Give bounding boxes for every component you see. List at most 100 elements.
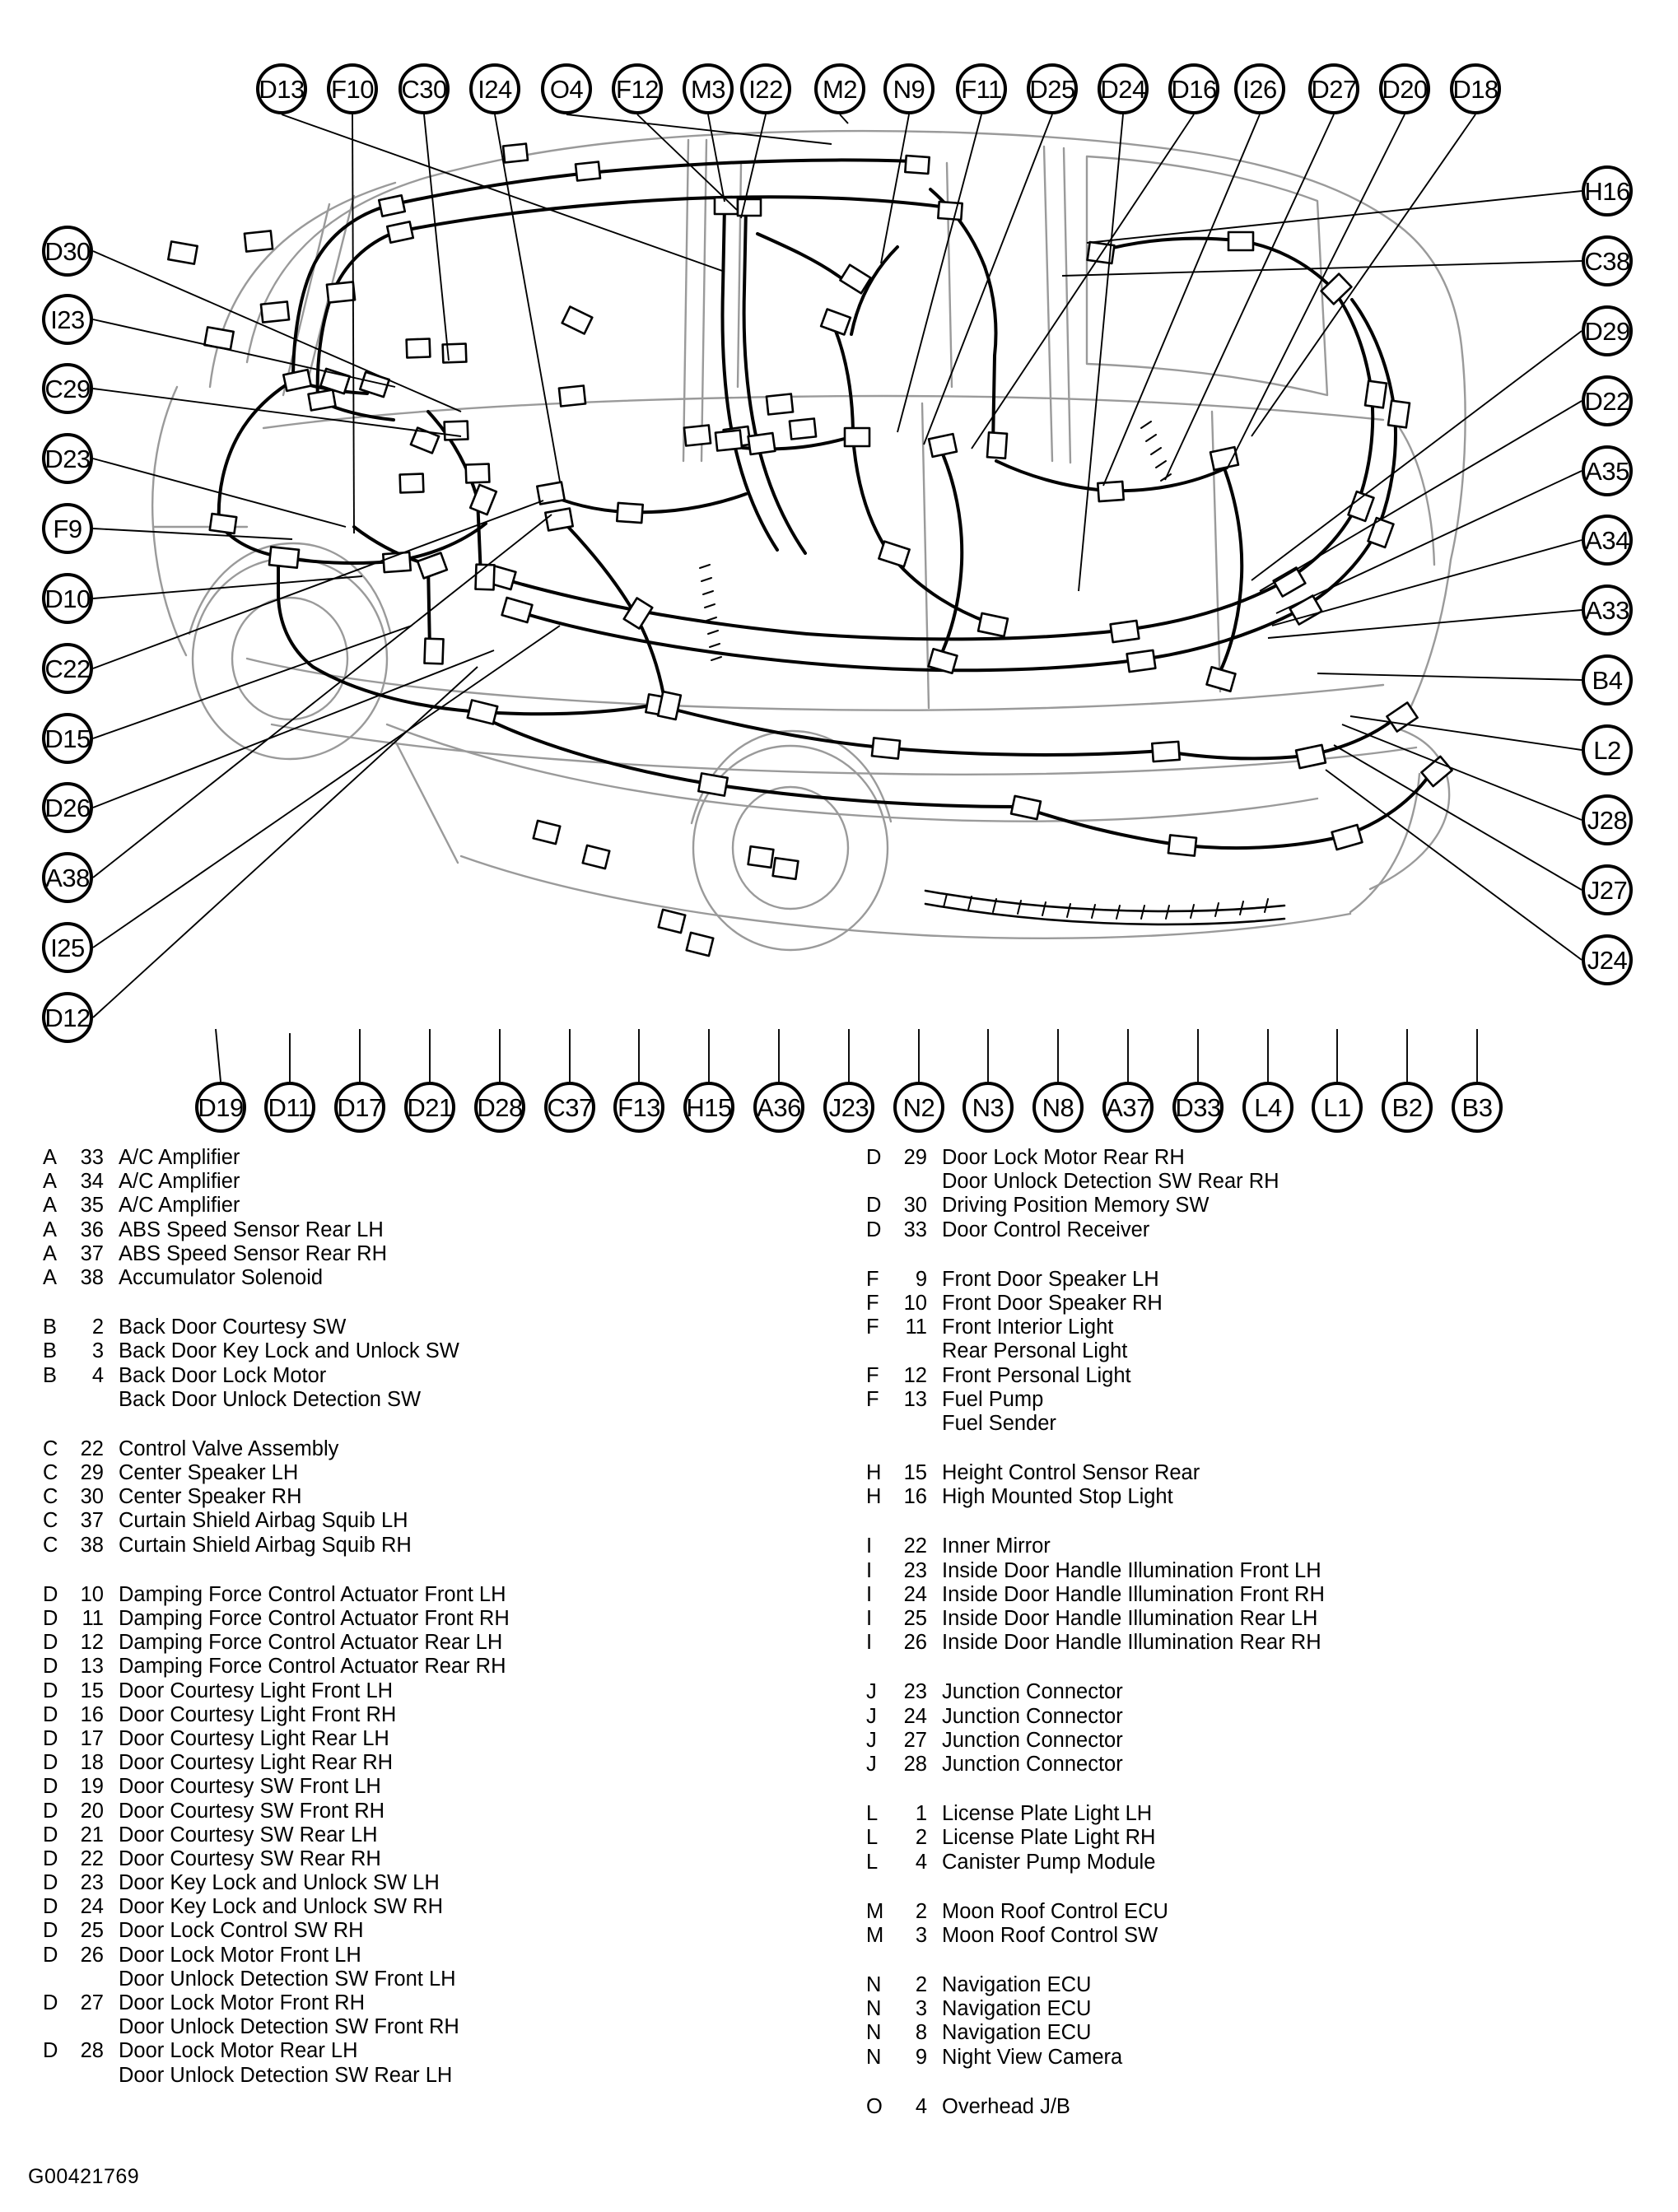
callout-label: D16 — [1171, 74, 1217, 104]
legend-number: 22 — [903, 1534, 927, 1558]
legend-description: Door Lock Motor Rear RH — [942, 1146, 1185, 1169]
callout-c37[interactable]: C37 — [544, 1082, 595, 1133]
callout-n2[interactable]: N2 — [893, 1082, 944, 1133]
callout-label: D24 — [1100, 74, 1146, 104]
callout-label: J28 — [1587, 805, 1628, 835]
callout-n8[interactable]: N8 — [1032, 1082, 1084, 1133]
callout-l4[interactable]: L4 — [1242, 1082, 1293, 1133]
callout-d20[interactable]: D20 — [1379, 63, 1430, 114]
callout-d25[interactable]: D25 — [1027, 63, 1078, 114]
callout-b2[interactable]: B2 — [1382, 1082, 1433, 1133]
legend-letter: N — [866, 2021, 882, 2045]
callout-d17[interactable]: D17 — [334, 1082, 385, 1133]
callout-c30[interactable]: C30 — [399, 63, 450, 114]
legend-number: 26 — [903, 1631, 927, 1655]
callout-j24[interactable]: J24 — [1582, 934, 1633, 985]
callout-n9[interactable]: N9 — [883, 63, 935, 114]
callout-i26[interactable]: I26 — [1234, 63, 1285, 114]
callout-a35[interactable]: A35 — [1582, 445, 1633, 496]
callout-c38[interactable]: C38 — [1582, 235, 1633, 286]
callout-d13[interactable]: D13 — [256, 63, 307, 114]
callout-label: J24 — [1587, 945, 1628, 975]
legend-number: 29 — [903, 1146, 927, 1169]
callout-b3[interactable]: B3 — [1452, 1082, 1503, 1133]
callout-a34[interactable]: A34 — [1582, 515, 1633, 566]
legend-letter: D — [43, 1607, 58, 1630]
legend-number: 2 — [91, 1316, 104, 1339]
legend-number: 18 — [80, 1751, 104, 1775]
callout-d15[interactable]: D15 — [42, 713, 93, 764]
callout-f13[interactable]: F13 — [613, 1082, 664, 1133]
callout-i22[interactable]: I22 — [740, 63, 791, 114]
legend-row: F11Rear Personal Light — [866, 1339, 1657, 1363]
callout-c22[interactable]: C22 — [42, 643, 93, 694]
legend-letter: N — [866, 1973, 882, 1997]
callout-d21[interactable]: D21 — [404, 1082, 455, 1133]
callout-f10[interactable]: F10 — [327, 63, 378, 114]
legend-number: 27 — [80, 1991, 104, 2014]
callout-d12[interactable]: D12 — [42, 992, 93, 1043]
callout-f12[interactable]: F12 — [612, 63, 663, 114]
legend-letter: F — [866, 1291, 879, 1315]
callout-i23[interactable]: I23 — [42, 294, 93, 345]
callout-d11[interactable]: D11 — [264, 1082, 315, 1133]
legend-letter: D — [43, 1702, 58, 1726]
legend-letter: N — [866, 1997, 882, 2021]
callout-m3[interactable]: M3 — [683, 63, 734, 114]
callout-d27[interactable]: D27 — [1308, 63, 1359, 114]
callout-d29[interactable]: D29 — [1582, 305, 1633, 356]
callout-l2[interactable]: L2 — [1582, 724, 1633, 775]
legend-number: 33 — [80, 1146, 104, 1169]
callout-d26[interactable]: D26 — [42, 782, 93, 833]
callout-j28[interactable]: J28 — [1582, 794, 1633, 845]
callout-b4[interactable]: B4 — [1582, 654, 1633, 706]
legend-description: Door Courtesy SW Rear LH — [119, 1823, 378, 1846]
callout-f9[interactable]: F9 — [42, 503, 93, 554]
legend-number: 4 — [91, 1363, 104, 1387]
callout-l1[interactable]: L1 — [1312, 1082, 1363, 1133]
callout-f11[interactable]: F11 — [956, 63, 1007, 114]
callout-d19[interactable]: D19 — [195, 1082, 246, 1133]
callout-a37[interactable]: A37 — [1102, 1082, 1154, 1133]
callout-n3[interactable]: N3 — [963, 1082, 1014, 1133]
callout-d22[interactable]: D22 — [1582, 375, 1633, 426]
callout-d33[interactable]: D33 — [1172, 1082, 1224, 1133]
callout-d18[interactable]: D18 — [1450, 63, 1501, 114]
callout-d24[interactable]: D24 — [1098, 63, 1149, 114]
callout-o4[interactable]: O4 — [541, 63, 592, 114]
callout-a36[interactable]: A36 — [753, 1082, 804, 1133]
callout-h16[interactable]: H16 — [1582, 165, 1633, 217]
legend-description: Door Courtesy SW Rear RH — [119, 1846, 381, 1870]
callout-i24[interactable]: I24 — [469, 63, 520, 114]
legend-description: Damping Force Control Actuator Front LH — [119, 1582, 506, 1606]
callout-a33[interactable]: A33 — [1582, 584, 1633, 636]
callout-h15[interactable]: H15 — [683, 1082, 734, 1133]
callout-d28[interactable]: D28 — [474, 1082, 525, 1133]
callout-a38[interactable]: A38 — [42, 852, 93, 903]
legend-description: Front Door Speaker RH — [942, 1291, 1163, 1315]
callout-i25[interactable]: I25 — [42, 922, 93, 973]
callout-d23[interactable]: D23 — [42, 433, 93, 484]
callout-j23[interactable]: J23 — [823, 1082, 874, 1133]
callout-d16[interactable]: D16 — [1168, 63, 1219, 114]
callout-c29[interactable]: C29 — [42, 363, 93, 414]
callout-m2[interactable]: M2 — [814, 63, 865, 114]
legend-description: Door Lock Motor Rear LH — [119, 2039, 358, 2063]
legend-letter: D — [43, 1919, 58, 1943]
callout-label: D33 — [1175, 1092, 1221, 1122]
legend-letter: D — [866, 1194, 882, 1218]
legend-letter: A — [43, 1241, 58, 1265]
legend-number: 2 — [915, 1899, 927, 1923]
callout-j27[interactable]: J27 — [1582, 864, 1633, 915]
callout-d10[interactable]: D10 — [42, 573, 93, 624]
callout-d30[interactable]: D30 — [42, 226, 93, 277]
leader-line-d12 — [92, 666, 478, 1018]
